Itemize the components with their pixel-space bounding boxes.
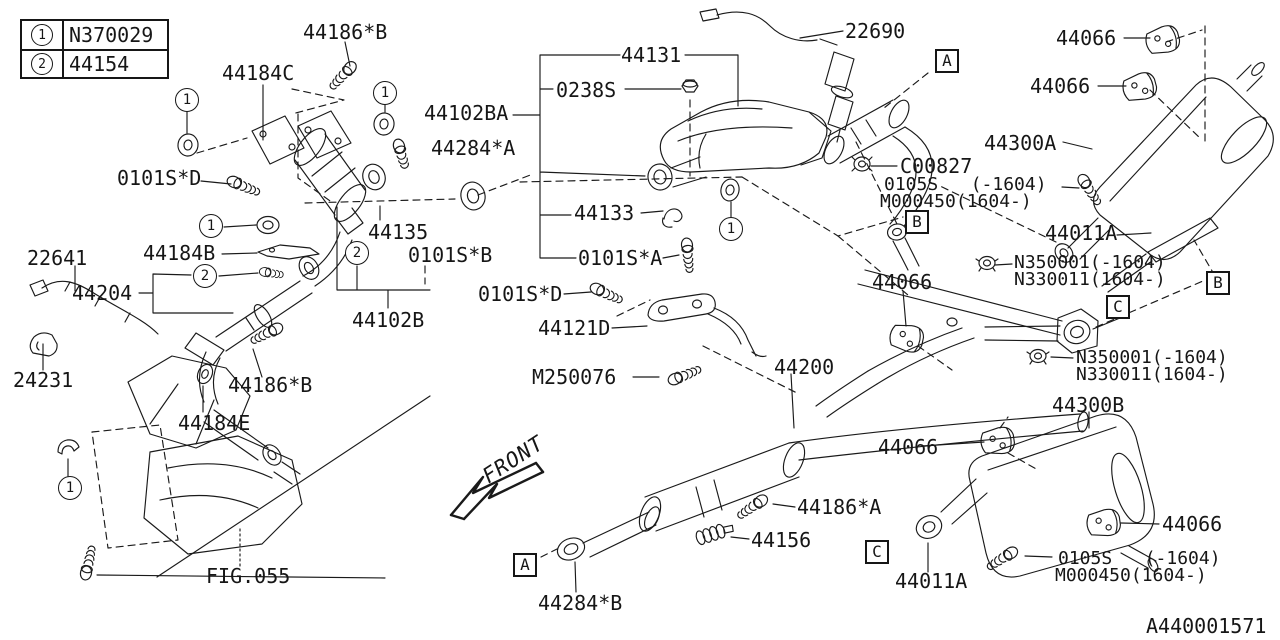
part-label-44284a: 44284*A <box>431 136 516 160</box>
part-label-44186a: 44186*A <box>797 495 882 519</box>
part-label-n330011-1: N330011(1604-) <box>1014 269 1166 290</box>
part-label-44204: 44204 <box>72 281 133 305</box>
circled-2-icon: 2 <box>31 53 53 75</box>
part-label-0101sb: 0101S*B <box>408 243 493 267</box>
part-label-44131: 44131 <box>621 43 682 67</box>
part-label-0101sd-1: 0101S*D <box>117 166 202 190</box>
part-label-44186b-1: 44186*B <box>303 20 388 44</box>
section-marker-a-bottom: A <box>513 553 537 577</box>
bolt-icons <box>79 61 1102 581</box>
part-label-44011a-1: 44011A <box>1045 221 1118 245</box>
front-pipe-assembly <box>659 8 933 271</box>
part-label-44066-2: 44066 <box>1030 74 1091 98</box>
part-label-22690: 22690 <box>845 19 906 43</box>
diagram-id: A440001571 <box>1146 614 1267 638</box>
hanger-icons <box>889 25 1181 537</box>
part-label-44066-5: 44066 <box>878 435 939 459</box>
part-label-44300b: 44300B <box>1052 393 1125 417</box>
circled-ref-1-c: 1 <box>199 214 223 238</box>
manifold-cluster <box>29 110 431 579</box>
part-label-44102b: 44102B <box>352 308 425 332</box>
part-label-m000450-2: M000450(1604-) <box>1055 565 1207 586</box>
part-label-44284b: 44284*B <box>538 591 623 615</box>
nut-icon <box>975 255 999 272</box>
part-label-44184e: 44184E <box>178 411 251 435</box>
part-label-44102ba: 44102BA <box>424 101 509 125</box>
dashed-guides <box>91 25 1216 558</box>
legend-row1-symbol: 1 <box>22 21 64 49</box>
legend-row2-symbol: 2 <box>22 49 64 77</box>
nut-icon <box>681 79 699 93</box>
part-label-44066-3: 44066 <box>872 270 933 294</box>
part-label-44156: 44156 <box>751 528 812 552</box>
part-label-44186b-2: 44186*B <box>228 373 313 397</box>
part-label-44184b: 44184B <box>143 241 216 265</box>
nut-icon <box>1026 348 1050 365</box>
legend-table: 1 N370029 2 44154 <box>20 19 169 79</box>
circled-ref-2-a: 2 <box>193 264 217 288</box>
part-label-44135: 44135 <box>368 220 429 244</box>
front-arrow-icon <box>449 461 545 521</box>
leader-lines <box>42 30 1160 593</box>
part-label-44184c: 44184C <box>222 61 295 85</box>
circled-ref-1-a: 1 <box>175 88 199 112</box>
part-label-22641: 22641 <box>27 246 88 270</box>
part-label-24231: 24231 <box>13 368 74 392</box>
section-marker-a-top: A <box>935 49 959 73</box>
part-label-n350001-1: N350001(-1604) <box>1014 252 1166 273</box>
muffler-b <box>940 413 1159 578</box>
legend-row1-part: N370029 <box>69 23 154 47</box>
part-label-44066-4: 44066 <box>1162 512 1223 536</box>
section-marker-b-right: B <box>1206 271 1230 295</box>
part-label-0105s-2: 0105S (-1604) <box>1058 548 1221 569</box>
legend-row2-part: 44154 <box>64 49 167 77</box>
circled-ref-1-b: 1 <box>373 81 397 105</box>
circled-ref-1-d: 1 <box>719 217 743 241</box>
part-label-0238s: 0238S <box>556 78 617 102</box>
part-label-0105s-1: 0105S (-1604) <box>884 174 1047 195</box>
part-label-44133: 44133 <box>574 201 635 225</box>
part-label-44066-1: 44066 <box>1056 26 1117 50</box>
spring-bolt-icon <box>695 523 734 546</box>
part-label-0101sd-2: 0101S*D <box>478 282 563 306</box>
circled-ref-2-b: 2 <box>345 241 369 265</box>
section-marker-c-right: C <box>1106 295 1130 319</box>
circled-1-icon: 1 <box>31 24 53 46</box>
section-marker-c-bottom: C <box>865 540 889 564</box>
part-label-fig055: FIG.055 <box>206 564 291 588</box>
circled-ref-1-e: 1 <box>58 476 82 500</box>
part-label-44011a-2: 44011A <box>895 569 968 593</box>
part-label-n330011-2: N330011(1604-) <box>1076 364 1228 385</box>
part-label-0101sa: 0101S*A <box>578 246 663 270</box>
part-label-n350001-2: N350001(-1604) <box>1076 347 1228 368</box>
part-label-44300a: 44300A <box>984 131 1057 155</box>
nut-icon <box>851 156 873 172</box>
part-label-m250076: M250076 <box>532 365 617 389</box>
part-label-44121d: 44121D <box>538 316 611 340</box>
muffler-a <box>1067 62 1274 261</box>
part-label-m000450-1: M000450(1604-) <box>880 191 1032 212</box>
y-pipe-assembly <box>647 217 1219 418</box>
part-label-c00827: C00827 <box>900 154 973 178</box>
section-marker-b-left: B <box>905 210 929 234</box>
center-muffler-assembly <box>582 411 1089 558</box>
part-label-44200: 44200 <box>774 355 835 379</box>
